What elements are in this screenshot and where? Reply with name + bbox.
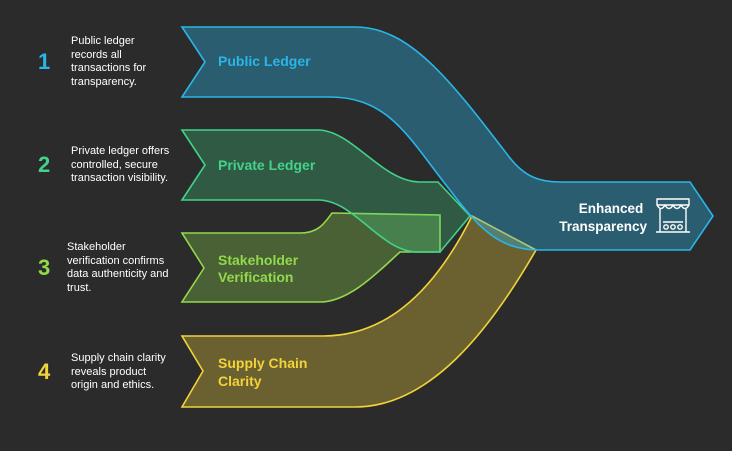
desc-line: reveals product bbox=[71, 365, 147, 378]
desc-line: transactions for bbox=[71, 62, 147, 74]
label-line: Supply Chain bbox=[218, 355, 307, 371]
step-1-description: Public ledger records all transactions f… bbox=[71, 35, 146, 89]
label-line: Private Ledger bbox=[218, 157, 316, 173]
supply-chain-clarity-label: Supply Chain Clarity bbox=[218, 355, 311, 389]
private-ledger-flow bbox=[180, 129, 472, 253]
desc-line: data authenticity and bbox=[67, 268, 169, 280]
public-ledger-label: Public Ledger bbox=[218, 53, 311, 69]
market-stall-icon bbox=[656, 198, 690, 233]
label-line: Clarity bbox=[218, 373, 262, 389]
step-2-number: 2 bbox=[38, 152, 51, 177]
step-4-description: Supply chain clarity reveals product ori… bbox=[71, 352, 166, 393]
label-line: Verification bbox=[218, 269, 293, 285]
desc-line: transparency. bbox=[71, 75, 137, 88]
step-2-description: Private ledger offers controlled, secure… bbox=[71, 145, 169, 186]
public-ledger-flow bbox=[180, 26, 714, 251]
label-line: Stakeholder bbox=[218, 252, 299, 268]
desc-line: trust. bbox=[67, 281, 92, 294]
desc-line: records all bbox=[71, 48, 122, 61]
step-1-number: 1 bbox=[38, 49, 51, 74]
desc-line: origin and ethics. bbox=[71, 379, 155, 391]
desc-line: Supply chain clarity bbox=[71, 352, 166, 364]
desc-line: transaction visibility. bbox=[71, 172, 168, 184]
desc-line: Stakeholder bbox=[67, 241, 126, 253]
stakeholder-flow bbox=[180, 212, 441, 303]
desc-line: Private ledger offers bbox=[71, 145, 170, 157]
step-3-number: 3 bbox=[38, 255, 51, 280]
step-3-description: Stakeholder verification confirms data a… bbox=[67, 241, 169, 295]
stakeholder-verification-label: Stakeholder Verification bbox=[218, 252, 302, 285]
supply-chain-flow bbox=[180, 214, 538, 408]
outcome-label: Enhanced Transparency bbox=[559, 201, 647, 234]
label-line: Transparency bbox=[559, 219, 647, 234]
desc-line: Public ledger bbox=[71, 35, 135, 47]
desc-line: controlled, secure bbox=[71, 158, 158, 171]
desc-line: verification confirms bbox=[67, 254, 165, 267]
label-line: Enhanced bbox=[579, 201, 644, 216]
private-ledger-label: Private Ledger bbox=[218, 157, 316, 173]
label-line: Public Ledger bbox=[218, 53, 311, 69]
step-4-number: 4 bbox=[38, 359, 51, 384]
